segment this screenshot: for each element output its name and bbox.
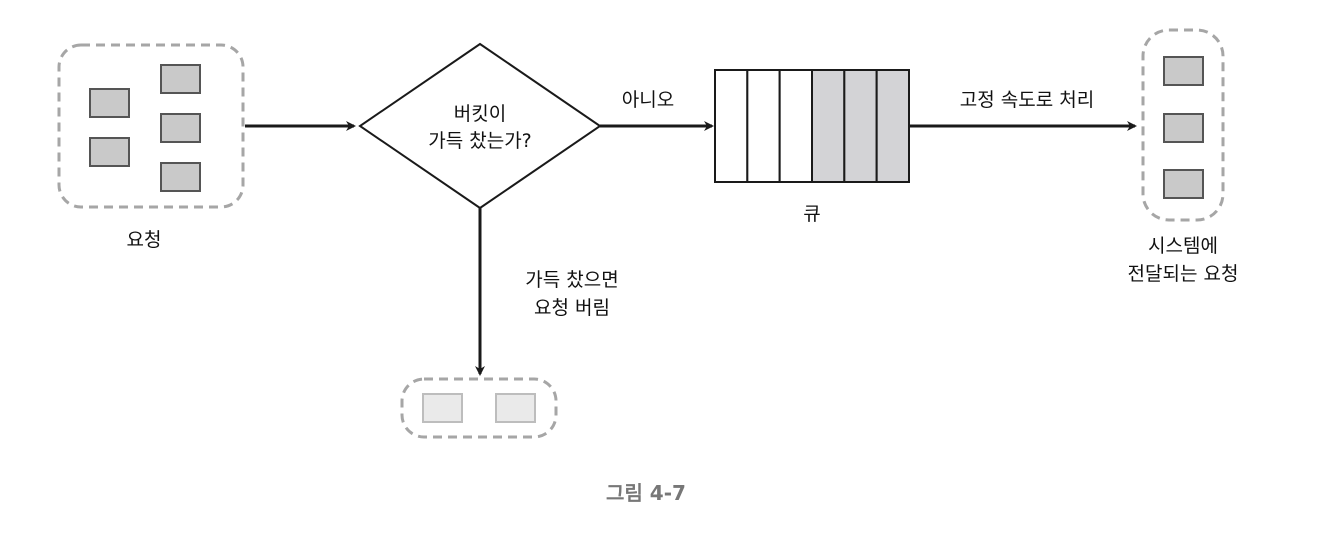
- fixed-rate-label: 고정 속도로 처리: [960, 89, 1094, 111]
- queue-slot-empty: [714, 69, 749, 183]
- full-label-line2: 요청 버림: [534, 297, 610, 319]
- no-label: 아니오: [622, 89, 674, 111]
- requests-label: 요청: [127, 229, 162, 251]
- queue-label: 큐: [803, 203, 820, 225]
- figure-caption: 그림 4-7: [606, 481, 686, 505]
- request-item: [1163, 169, 1204, 199]
- queue-slot-filled: [811, 69, 846, 183]
- queue-slot-filled: [875, 69, 911, 183]
- incoming-requests-border: [57, 43, 245, 209]
- request-item: [160, 162, 201, 192]
- dropped-requests-group: [400, 377, 558, 439]
- queue-slot-empty: [746, 69, 781, 183]
- request-item: [160, 64, 201, 94]
- request-item: [1163, 56, 1204, 86]
- queue-slot-empty: [778, 69, 814, 183]
- delivered-requests-group: [1141, 28, 1225, 222]
- dropped-request-item: [422, 393, 463, 423]
- incoming-requests-group: [57, 43, 245, 209]
- decision-label-line2: 가득 찼는가?: [428, 130, 532, 152]
- queue-slot-filled: [843, 69, 878, 183]
- delivered-label-line1: 시스템에: [1148, 235, 1218, 257]
- request-item: [160, 113, 201, 143]
- dropped-request-item: [495, 393, 536, 423]
- delivered-label-line2: 전달되는 요청: [1128, 263, 1239, 285]
- request-item: [1163, 113, 1204, 143]
- request-item: [89, 137, 130, 167]
- decision-diamond: [358, 42, 602, 210]
- decision-label-line1: 버킷이: [454, 103, 506, 125]
- request-item: [89, 88, 130, 118]
- full-label-line1: 가득 찼으면: [525, 269, 618, 291]
- queue: [714, 69, 911, 183]
